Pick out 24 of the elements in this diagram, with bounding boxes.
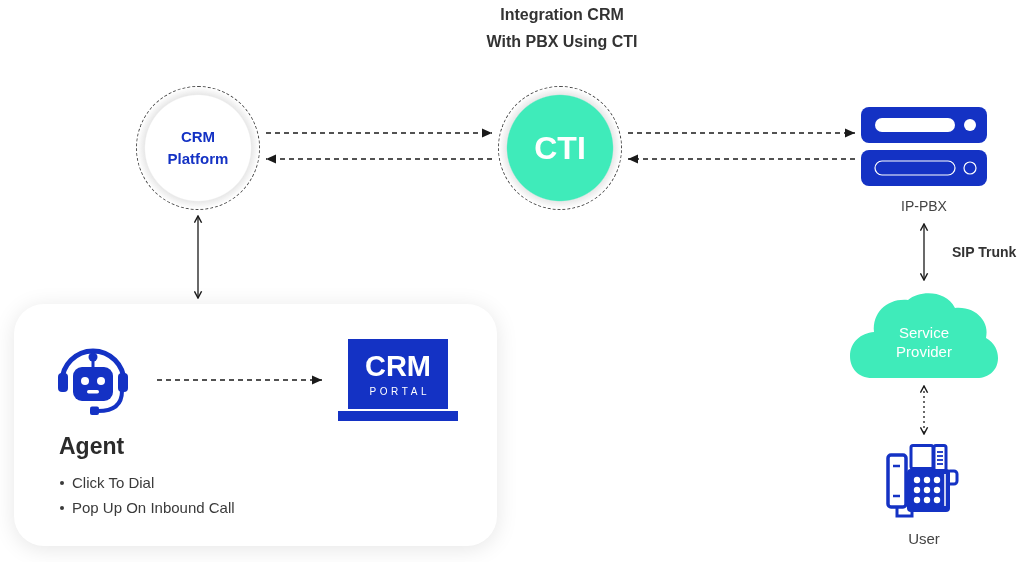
server-icon: [861, 107, 987, 186]
arrow: [627, 128, 856, 138]
node-label: Service Provider: [895, 323, 953, 361]
arrow: [627, 154, 856, 164]
node-label: CRM Platform: [166, 127, 230, 169]
list-item: Click To Dial: [72, 473, 155, 493]
arrow: [919, 385, 929, 435]
arrow: [193, 215, 203, 299]
node-label: IP-PBX: [900, 197, 948, 216]
card-panel: [14, 304, 497, 546]
title: Integration CRM With PBX Using CTI: [485, 5, 639, 52]
screen-label: PORTAL: [368, 385, 432, 398]
laptop-screen: [348, 339, 448, 409]
heading: Agent: [59, 432, 125, 460]
screen-label: CRM: [363, 349, 432, 383]
node-label: User: [907, 529, 941, 549]
arrow: [265, 128, 493, 138]
list-item: Pop Up On Inbound Call: [72, 498, 235, 518]
node-label: CTI: [533, 129, 587, 167]
desk-phone-icon: [886, 444, 962, 518]
arrow: [156, 375, 323, 385]
arrow: [265, 154, 493, 164]
cloud-shape: [850, 290, 998, 378]
arrow: [919, 223, 929, 281]
